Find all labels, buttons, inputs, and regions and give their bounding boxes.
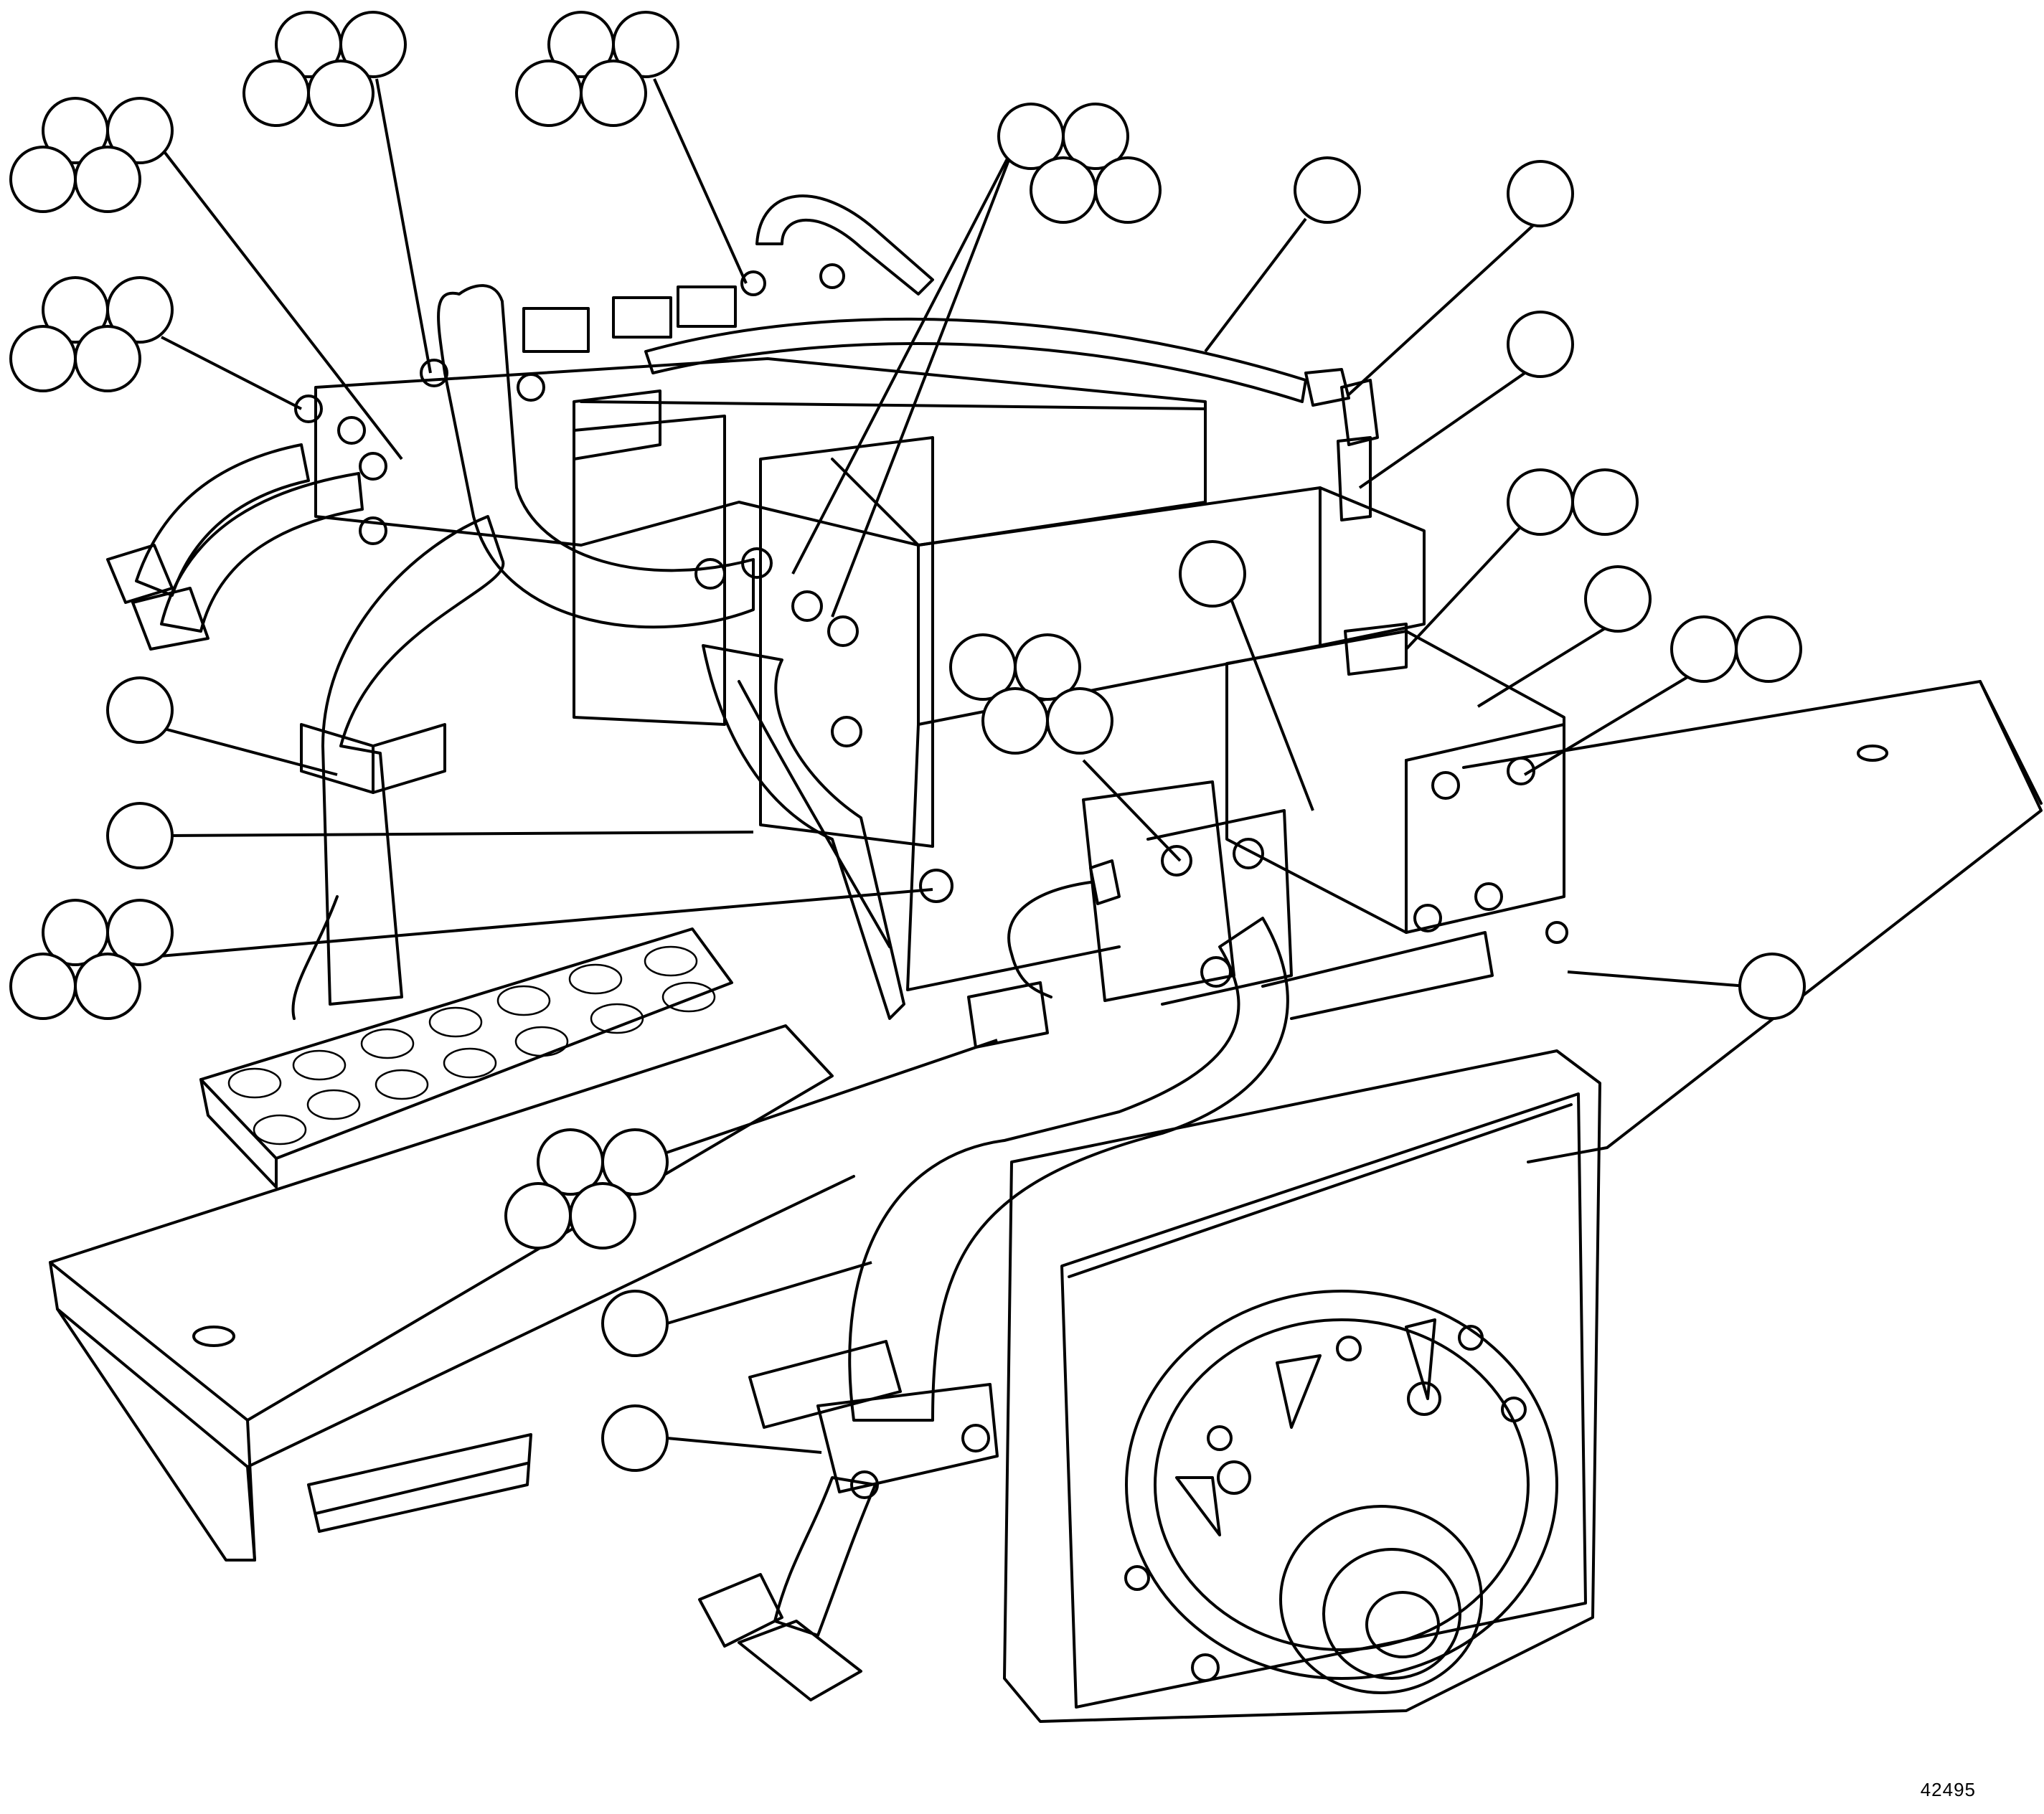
plate-holes — [227, 945, 716, 1145]
clamp-brackets — [300, 723, 1568, 1499]
rear-housing — [1003, 1049, 1601, 1723]
assembly-line-art — [49, 194, 2043, 1723]
perforated-plate — [199, 927, 733, 1160]
sensor-wire — [1007, 881, 1092, 998]
callout-c5 — [997, 103, 1162, 224]
tube-left-lower — [321, 515, 505, 1006]
callout-bubbles — [9, 11, 1806, 1472]
right-frame-rail — [1462, 680, 2043, 1163]
callout-c4 — [9, 276, 174, 392]
callout-c19 — [1738, 953, 1806, 1020]
left-frame-rail — [49, 1261, 256, 1562]
callout-c11 — [1179, 540, 1246, 608]
top-manifold-fittings — [420, 263, 845, 726]
callout-c10 — [949, 633, 1113, 755]
callout-c2 — [242, 11, 407, 127]
callout-c14 — [106, 676, 174, 744]
callout-c15 — [9, 899, 174, 1020]
callout-c3 — [515, 11, 679, 127]
figure-number: 42495 — [1920, 1779, 1976, 1800]
flange-bolts — [294, 395, 1264, 988]
hose-upper-left — [135, 443, 310, 597]
tube-rear-lower — [848, 917, 1289, 1422]
callout-c16 — [106, 802, 174, 869]
callout-c13 — [1670, 615, 1802, 683]
tube-bottom-hose — [773, 1476, 877, 1637]
callout-c8 — [1507, 311, 1574, 378]
callout-c9 — [1507, 468, 1639, 536]
callout-c18 — [601, 1290, 669, 1357]
callout-c6 — [1294, 156, 1361, 224]
drive-flange — [1124, 1290, 1558, 1694]
callout-c7 — [1507, 160, 1574, 227]
callout-c1 — [9, 97, 174, 213]
callout-c12 — [1584, 565, 1652, 633]
charge-pump-block — [1082, 780, 1235, 1002]
tube-left-u — [437, 284, 755, 629]
callout-c17 — [504, 1128, 669, 1250]
hose-top-crossing — [644, 317, 1307, 403]
callout-c20 — [601, 1404, 669, 1472]
callout-leaders — [143, 78, 1748, 1454]
